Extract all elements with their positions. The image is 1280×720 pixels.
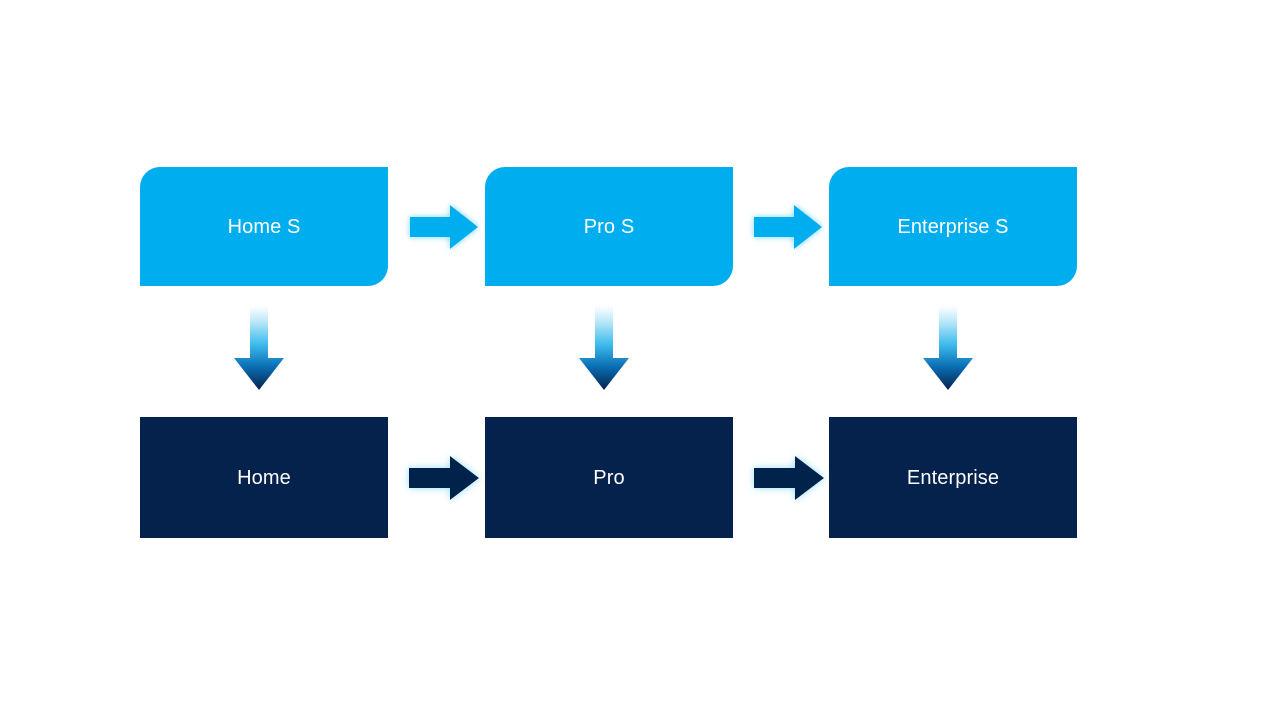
node-label: Enterprise xyxy=(906,466,1000,489)
node-label: Pro xyxy=(593,466,625,489)
node-enterprise[interactable]: Enterprise xyxy=(829,417,1077,538)
arrow-down-icon xyxy=(921,306,975,392)
node-label: Pro S xyxy=(583,215,635,238)
arrow-right-icon xyxy=(752,201,824,253)
arrow-down-icon xyxy=(577,306,631,392)
node-home[interactable]: Home xyxy=(140,417,388,538)
arrow-down-icon xyxy=(232,306,286,392)
arrow-right-icon xyxy=(406,452,482,504)
arrow-right-icon xyxy=(408,201,480,253)
node-home-s[interactable]: Home S xyxy=(140,167,388,286)
node-pro-s[interactable]: Pro S xyxy=(485,167,733,286)
node-label: Home xyxy=(237,466,291,489)
node-enterprise-s[interactable]: Enterprise S xyxy=(829,167,1077,286)
node-label: Enterprise S xyxy=(897,215,1009,238)
arrow-right-icon xyxy=(751,452,827,504)
node-label: Home S xyxy=(227,215,301,238)
node-pro[interactable]: Pro xyxy=(485,417,733,538)
